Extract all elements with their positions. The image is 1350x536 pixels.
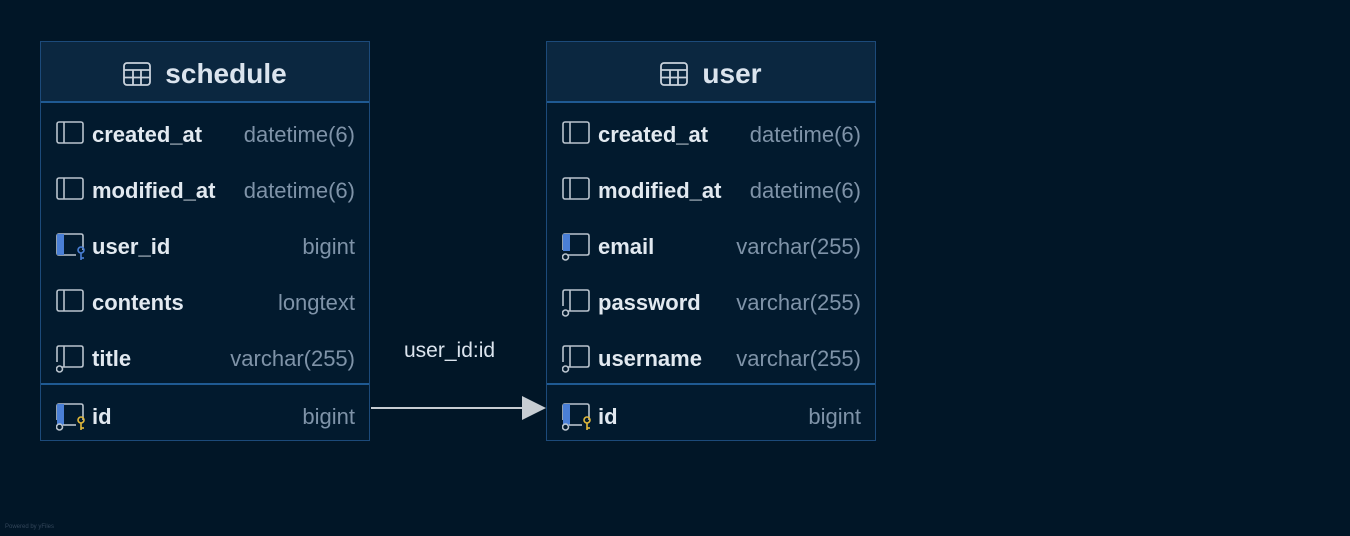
column-icon (562, 177, 590, 200)
column-name: created_at (598, 122, 709, 147)
column-name: modified_at (598, 178, 722, 203)
table-title: schedule (165, 57, 287, 89)
primary-key-separator (547, 383, 875, 385)
column-type: varchar(255) (736, 290, 861, 315)
table-header[interactable]: schedule (41, 42, 369, 103)
column-name: contents (92, 290, 184, 315)
column-type: datetime(6) (243, 122, 355, 147)
column-type: bigint (302, 234, 355, 259)
primary-key-column-icon (56, 403, 85, 431)
column-row[interactable]: username varchar(255) (547, 331, 875, 387)
primary-key-separator (41, 383, 369, 385)
column-row[interactable]: user_id bigint (41, 219, 369, 275)
table-icon (123, 61, 152, 86)
nullable-column-icon (562, 289, 590, 317)
column-type: bigint (808, 404, 861, 429)
relation-label: user_id:id (404, 339, 496, 362)
column-name: title (92, 346, 132, 371)
column-row[interactable]: modified_at datetime(6) (41, 163, 369, 219)
column-icon (56, 121, 84, 144)
primary-key-row[interactable]: id bigint (41, 389, 369, 445)
column-name: username (598, 346, 702, 371)
column-row[interactable]: modified_at datetime(6) (547, 163, 875, 219)
column-type: longtext (277, 290, 355, 315)
column-icon (56, 177, 84, 200)
table-title: user (702, 57, 762, 89)
foreign-key-column-icon (56, 233, 85, 260)
column-name: modified_at (92, 178, 216, 203)
table-user[interactable]: user created_at datetime(6) modified_at … (546, 41, 876, 441)
column-name: id (598, 404, 618, 429)
unique-nullable-column-icon (562, 233, 590, 261)
column-type: datetime(6) (749, 178, 861, 203)
nullable-column-icon (56, 345, 84, 373)
column-name: email (598, 234, 655, 259)
column-type: datetime(6) (243, 178, 355, 203)
powered-by-label: Powered by yFiles (5, 524, 55, 530)
column-row[interactable]: email varchar(255) (547, 219, 875, 275)
column-row[interactable]: password varchar(255) (547, 275, 875, 331)
table-header[interactable]: user (547, 42, 875, 103)
column-name: password (598, 290, 701, 315)
column-row[interactable]: created_at datetime(6) (41, 107, 369, 163)
column-row[interactable]: title varchar(255) (41, 331, 369, 387)
column-type: datetime(6) (749, 122, 861, 147)
column-icon (562, 121, 590, 144)
column-name: user_id (92, 234, 171, 259)
column-type: varchar(255) (230, 346, 355, 371)
primary-key-column-icon (562, 403, 591, 431)
nullable-column-icon (562, 345, 590, 373)
column-name: created_at (92, 122, 203, 147)
column-type: varchar(255) (736, 346, 861, 371)
column-name: id (92, 404, 112, 429)
relation-arrowhead (522, 396, 546, 420)
column-icon (56, 289, 84, 312)
table-schedule[interactable]: schedule created_at datetime(6) modified… (40, 41, 370, 441)
column-row[interactable]: contents longtext (41, 275, 369, 331)
table-icon (660, 61, 689, 86)
column-row[interactable]: created_at datetime(6) (547, 107, 875, 163)
column-type: varchar(255) (736, 234, 861, 259)
column-type: bigint (302, 404, 355, 429)
primary-key-row[interactable]: id bigint (547, 389, 875, 445)
